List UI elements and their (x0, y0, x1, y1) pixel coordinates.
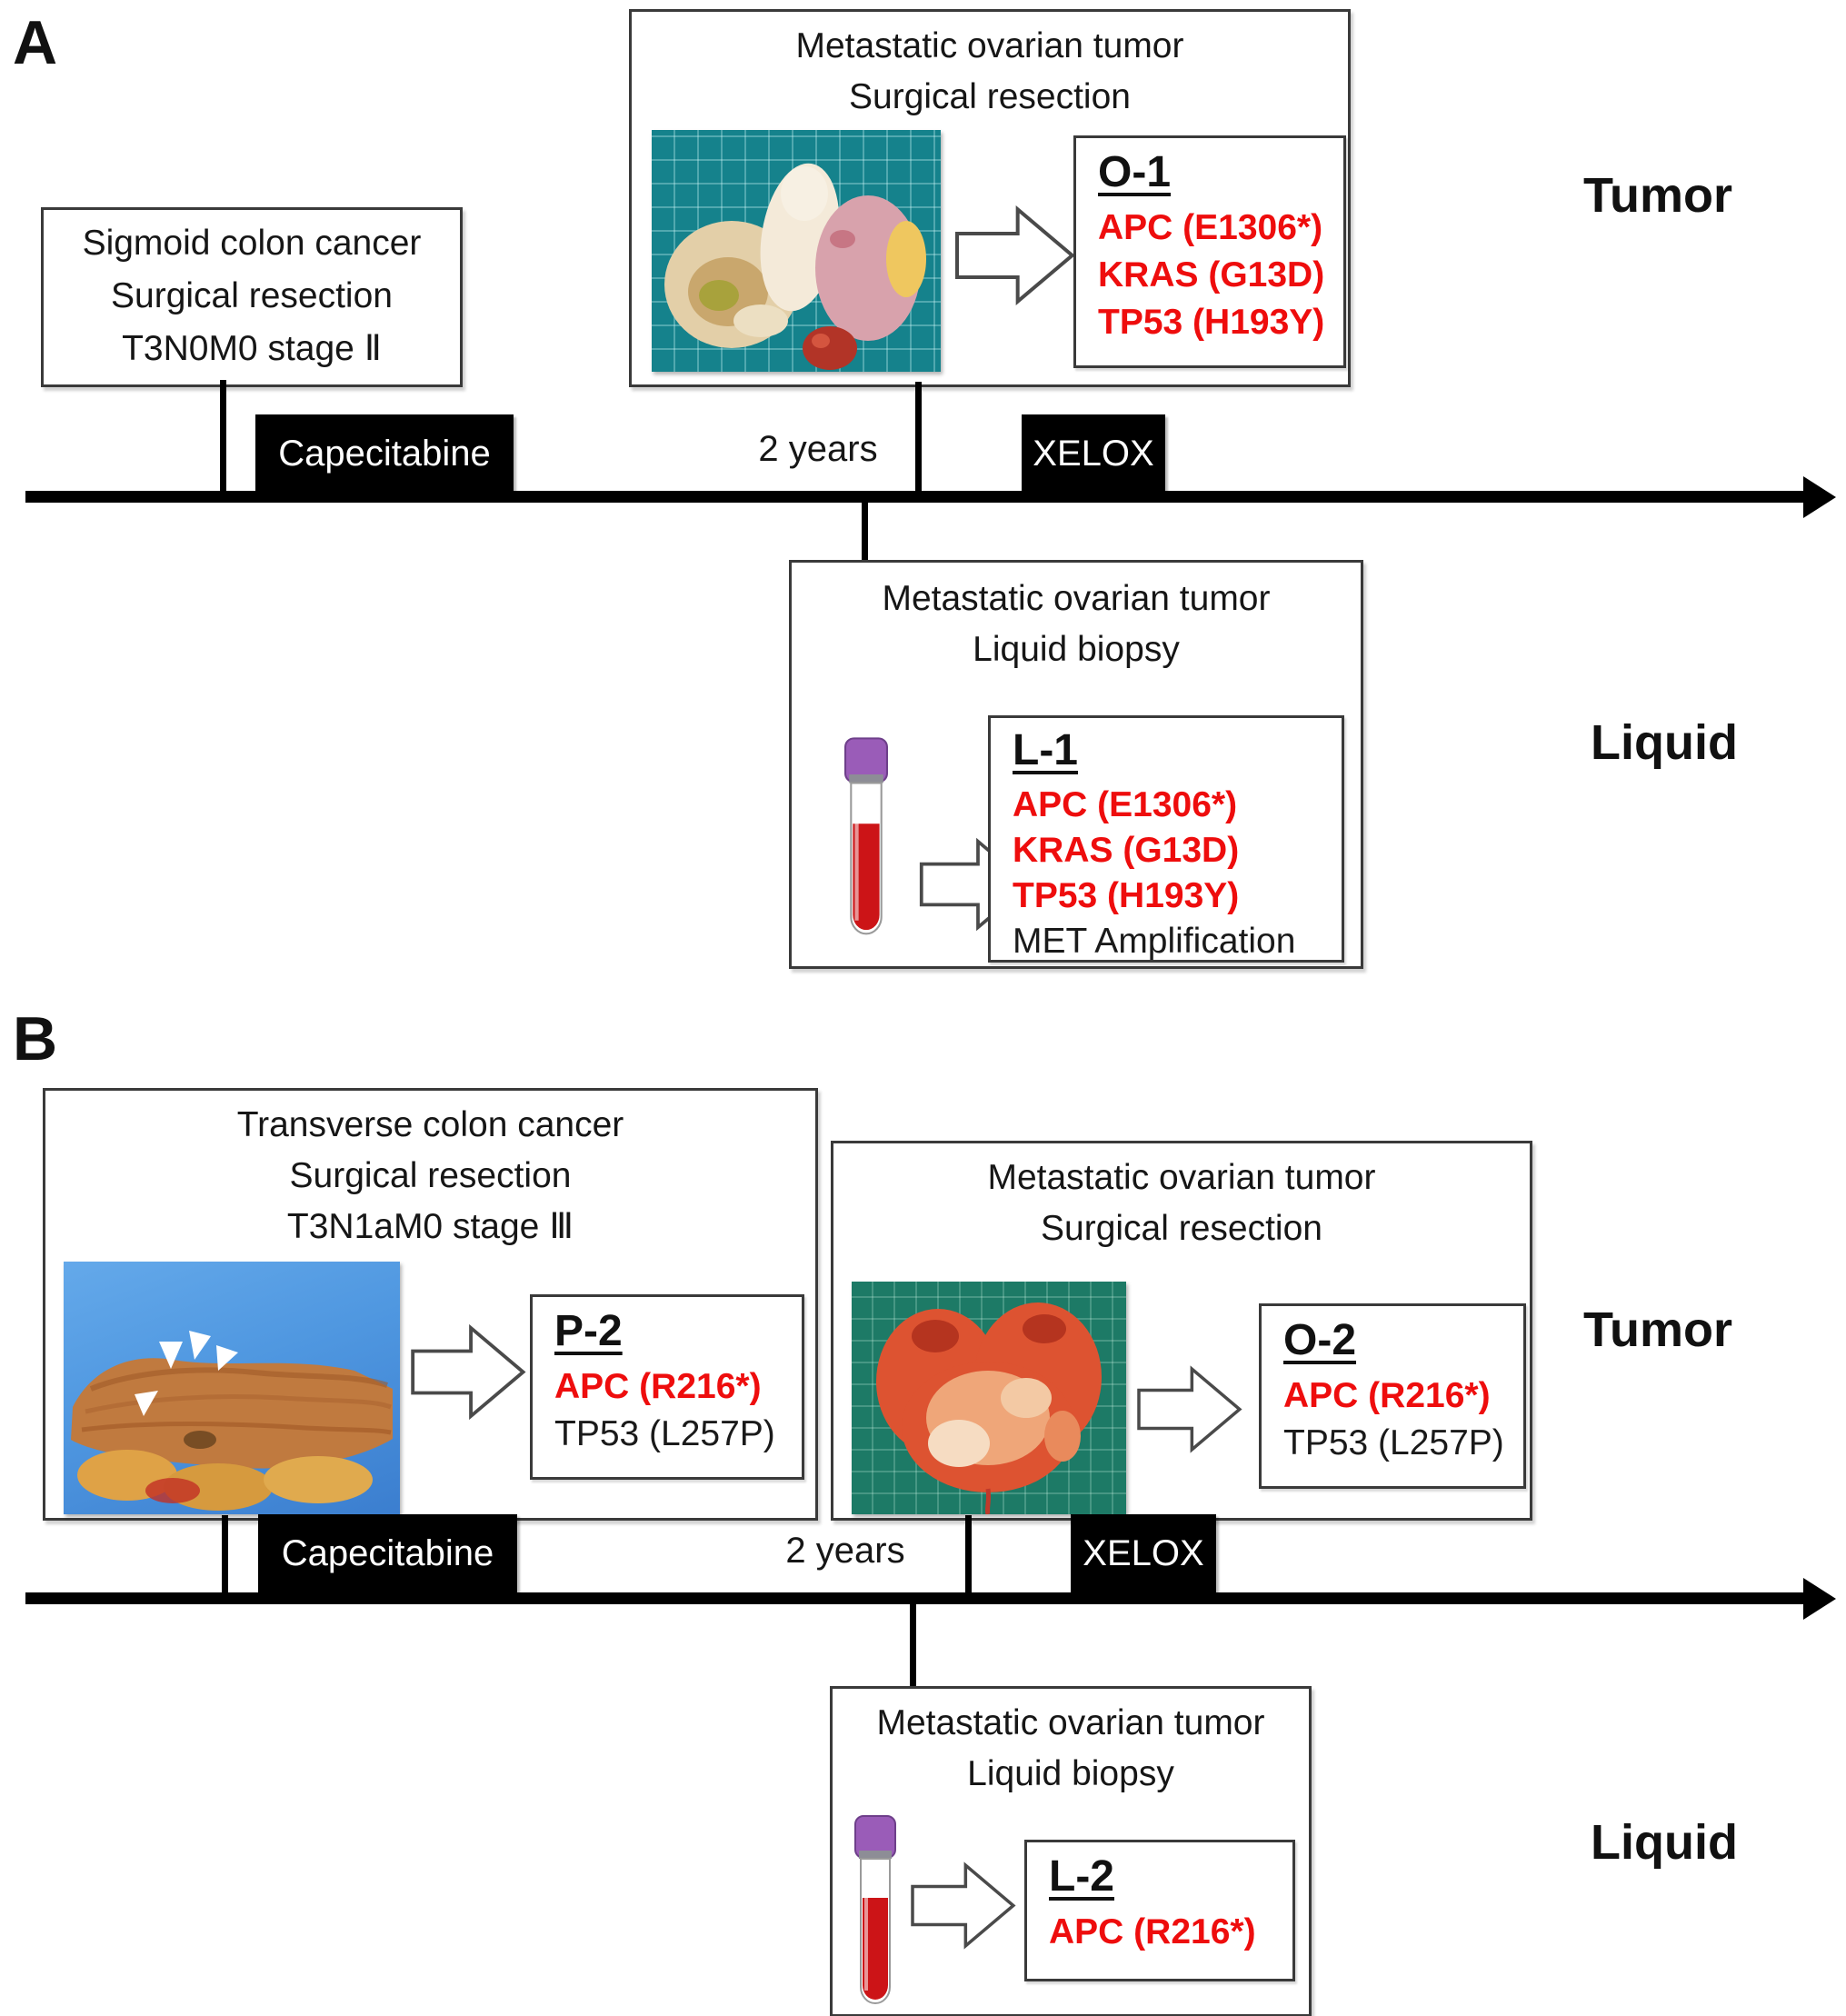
sample-o2-box: O-2 APC (R216*) TP53 (L257P) (1259, 1303, 1526, 1489)
panel-a-tumor-row-label: Tumor (1583, 168, 1732, 223)
sample-id: P-2 (554, 1307, 623, 1355)
panel-a-tumor-box: Metastatic ovarian tumor Surgical resect… (629, 9, 1351, 387)
timeline-tick (915, 382, 922, 494)
liquid-box-title: Metastatic ovarian tumor (882, 579, 1271, 618)
panel-b-liquid-row-label: Liquid (1591, 1815, 1738, 1870)
timeline-tick (965, 1515, 972, 1592)
mutation-line: APC (R216*) (554, 1367, 762, 1406)
panel-a-liquid-box: Metastatic ovarian tumor Liquid biopsy L… (789, 560, 1363, 969)
mutation-line: TP53 (H193Y) (1098, 303, 1325, 342)
flow-arrow-icon (952, 201, 1079, 314)
flow-arrow-icon (909, 1858, 1018, 1958)
panel-a-timeline (25, 491, 1807, 503)
panel-a-liquid-row-label: Liquid (1591, 715, 1738, 770)
timeline-arrowhead-icon (1803, 476, 1836, 518)
sample-id: O-2 (1283, 1316, 1357, 1364)
tumor-box-title: Metastatic ovarian tumor (987, 1158, 1376, 1197)
sample-id: L-1 (1013, 726, 1078, 774)
treatment-xelox-a: XELOX (1022, 414, 1165, 493)
flow-arrow-icon (1135, 1362, 1244, 1462)
sample-id: L-2 (1049, 1852, 1114, 1901)
primary-line: Transverse colon cancer (236, 1105, 624, 1144)
sample-l2-box: L-2 APC (R216*) (1024, 1840, 1295, 1981)
sample-p2-box: P-2 APC (R216*) TP53 (L257P) (530, 1294, 804, 1480)
primary-line: Surgical resection (289, 1156, 572, 1195)
sample-o1-box: O-1 APC (E1306*) KRAS (G13D) TP53 (H193Y… (1073, 135, 1346, 368)
mutation-line: APC (E1306*) (1098, 208, 1323, 247)
tumor-box-title: Surgical resection (1041, 1209, 1322, 1248)
panel-b-primary-box: Transverse colon cancer Surgical resecti… (43, 1088, 818, 1521)
tumor-box-title: Surgical resection (849, 77, 1131, 116)
mutation-line: TP53 (H193Y) (1013, 876, 1240, 915)
panel-b-timeline (25, 1592, 1807, 1604)
colon-specimen-illustration (71, 1331, 393, 1511)
panel-b-tumor-row-label: Tumor (1583, 1302, 1732, 1357)
tumor-box-title: Metastatic ovarian tumor (795, 26, 1184, 65)
timeline-tick (222, 1515, 228, 1592)
blood-tube-icon (844, 724, 888, 958)
flow-arrow-icon (407, 1320, 530, 1429)
panel-a-letter: A (13, 8, 58, 77)
ovarian-specimen-illustration (664, 163, 926, 370)
timeline-tick (862, 501, 868, 562)
ovarian-tumor-photo-b (852, 1282, 1126, 1514)
primary-line: T3N0M0 stage Ⅱ (122, 329, 382, 368)
treatment-capecitabine-b: Capecitabine (258, 1514, 517, 1592)
mutation-line: TP53 (L257P) (554, 1414, 775, 1453)
panel-a-primary-box: Sigmoid colon cancer Surgical resection … (41, 207, 463, 387)
treatment-capecitabine-a: Capecitabine (255, 414, 514, 493)
ovarian-specimen-illustration (876, 1302, 1102, 1514)
primary-line: Sigmoid colon cancer (82, 224, 422, 263)
panel-b-liquid-box: Metastatic ovarian tumor Liquid biopsy L… (830, 1686, 1312, 2016)
mutation-line: KRAS (G13D) (1098, 255, 1325, 294)
colon-specimen-photo-b (64, 1262, 400, 1514)
panel-b-tumor-box: Metastatic ovarian tumor Surgical resect… (831, 1141, 1532, 1521)
timeline-arrowhead-icon (1803, 1578, 1836, 1620)
mutation-line: APC (E1306*) (1013, 785, 1238, 824)
mutation-line: KRAS (G13D) (1013, 831, 1240, 870)
panel-b-letter: B (13, 1004, 58, 1073)
mutation-line: MET Amplification (1013, 922, 1296, 961)
sample-id: O-1 (1098, 148, 1172, 196)
ovarian-tumor-photo-a (652, 130, 941, 372)
blood-tube-icon (854, 1814, 896, 2015)
mutation-line: APC (R216*) (1049, 1912, 1256, 1951)
sample-l1-box: L-1 APC (E1306*) KRAS (G13D) TP53 (H193Y… (988, 715, 1344, 963)
liquid-box-title: Liquid biopsy (967, 1754, 1174, 1793)
primary-line: Surgical resection (111, 276, 393, 315)
interval-label-b: 2 years (785, 1531, 905, 1571)
primary-line: T3N1aM0 stage Ⅲ (286, 1207, 574, 1246)
liquid-box-title: Metastatic ovarian tumor (876, 1703, 1265, 1742)
mutation-line: TP53 (L257P) (1283, 1423, 1504, 1462)
mutation-line: APC (R216*) (1283, 1376, 1491, 1415)
timeline-tick (220, 380, 226, 494)
timeline-tick (910, 1602, 916, 1688)
interval-label-a: 2 years (758, 429, 878, 469)
liquid-box-title: Liquid biopsy (973, 630, 1180, 669)
treatment-xelox-b: XELOX (1071, 1514, 1216, 1592)
